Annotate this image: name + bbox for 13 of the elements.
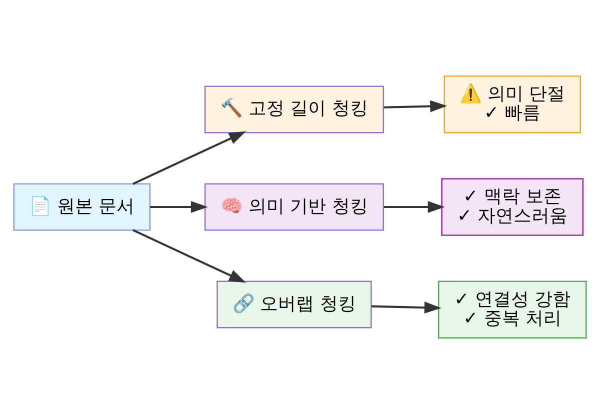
node-box: ⚠ 의미 단절 ✓ 빠름 <box>444 75 581 134</box>
node-box: ✓ 연결성 강함 ✓ 중복 처리 <box>438 280 587 339</box>
arrow <box>384 201 445 213</box>
node-box: 🔨 고정 길이 청킹 <box>204 86 384 134</box>
arrow <box>371 302 442 314</box>
node-box: 🧠 의미 기반 청킹 <box>204 183 384 231</box>
arrow <box>384 100 448 112</box>
arrow <box>132 229 246 283</box>
node-box: 📄 원본 문서 <box>13 183 151 231</box>
arrow <box>150 201 208 213</box>
node-box: 🔗 오버랩 청킹 <box>216 280 372 328</box>
arrow <box>132 131 246 185</box>
node-box: ✓ 맥락 보존 ✓ 자연스러움 <box>441 178 584 236</box>
